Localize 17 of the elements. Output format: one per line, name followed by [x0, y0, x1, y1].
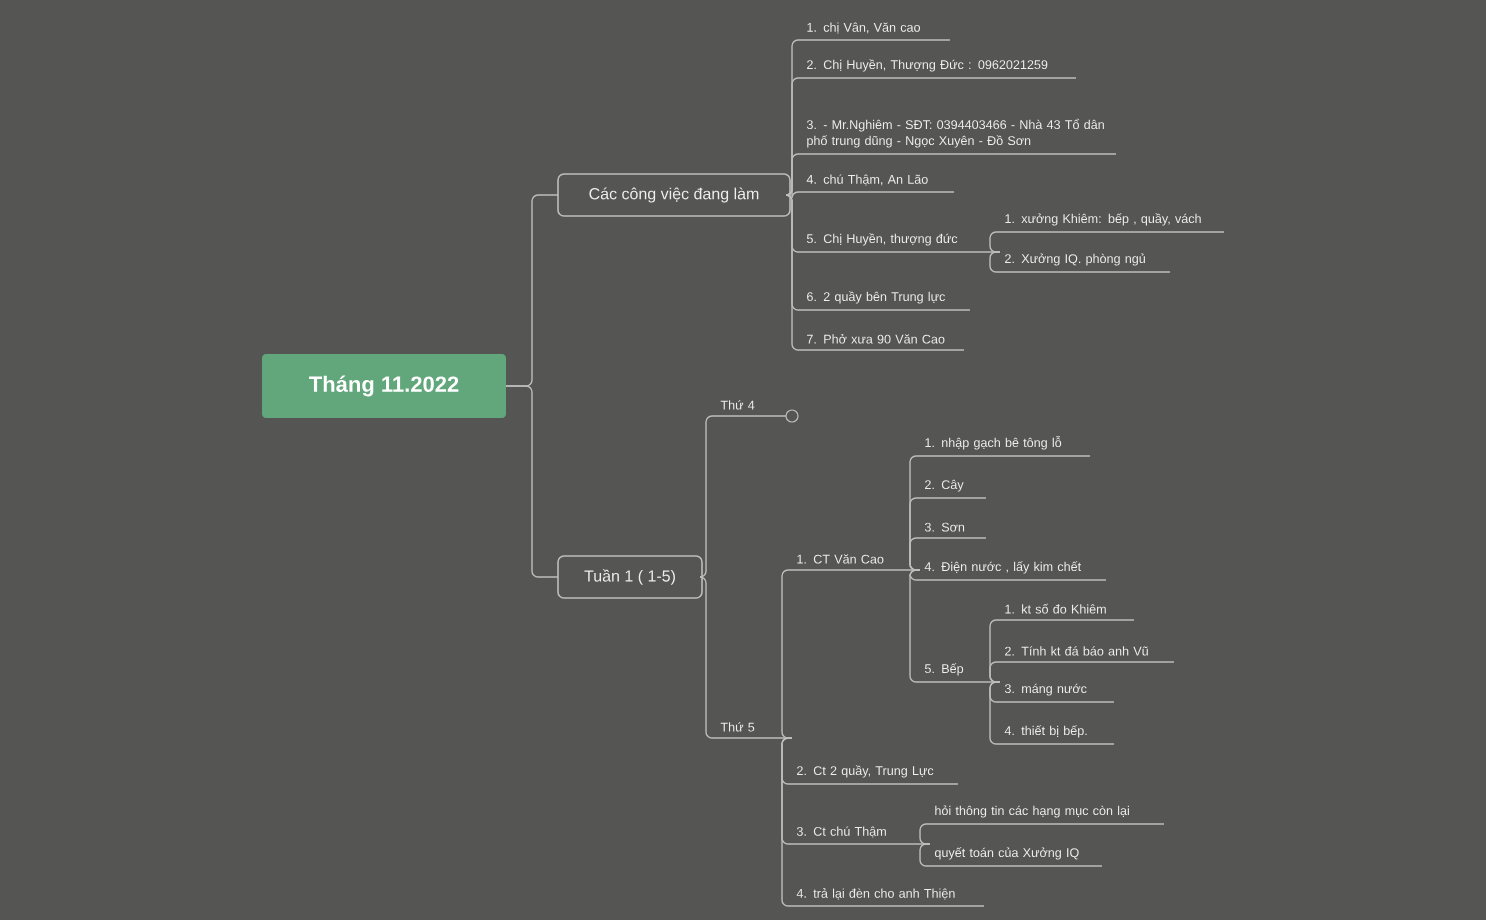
branch-line — [909, 537, 921, 571]
branch-line — [909, 569, 921, 683]
branch-line — [785, 194, 803, 351]
branch-line — [989, 251, 1001, 273]
branch-line — [505, 385, 559, 578]
topic-box: Các công việc đang làm — [557, 173, 791, 217]
branch-line — [989, 661, 1001, 683]
branch-line — [989, 231, 1001, 253]
branch-line — [781, 569, 793, 739]
branch-line — [919, 843, 931, 867]
topic-box: Tuần 1 ( 1-5) — [557, 555, 703, 599]
branch-line — [699, 576, 717, 739]
branch-line — [909, 569, 921, 581]
branch-line — [989, 681, 1001, 745]
branch-line — [785, 188, 803, 199]
branch-line — [919, 823, 931, 845]
root-topic-box: Tháng 11.2022 — [262, 354, 506, 418]
